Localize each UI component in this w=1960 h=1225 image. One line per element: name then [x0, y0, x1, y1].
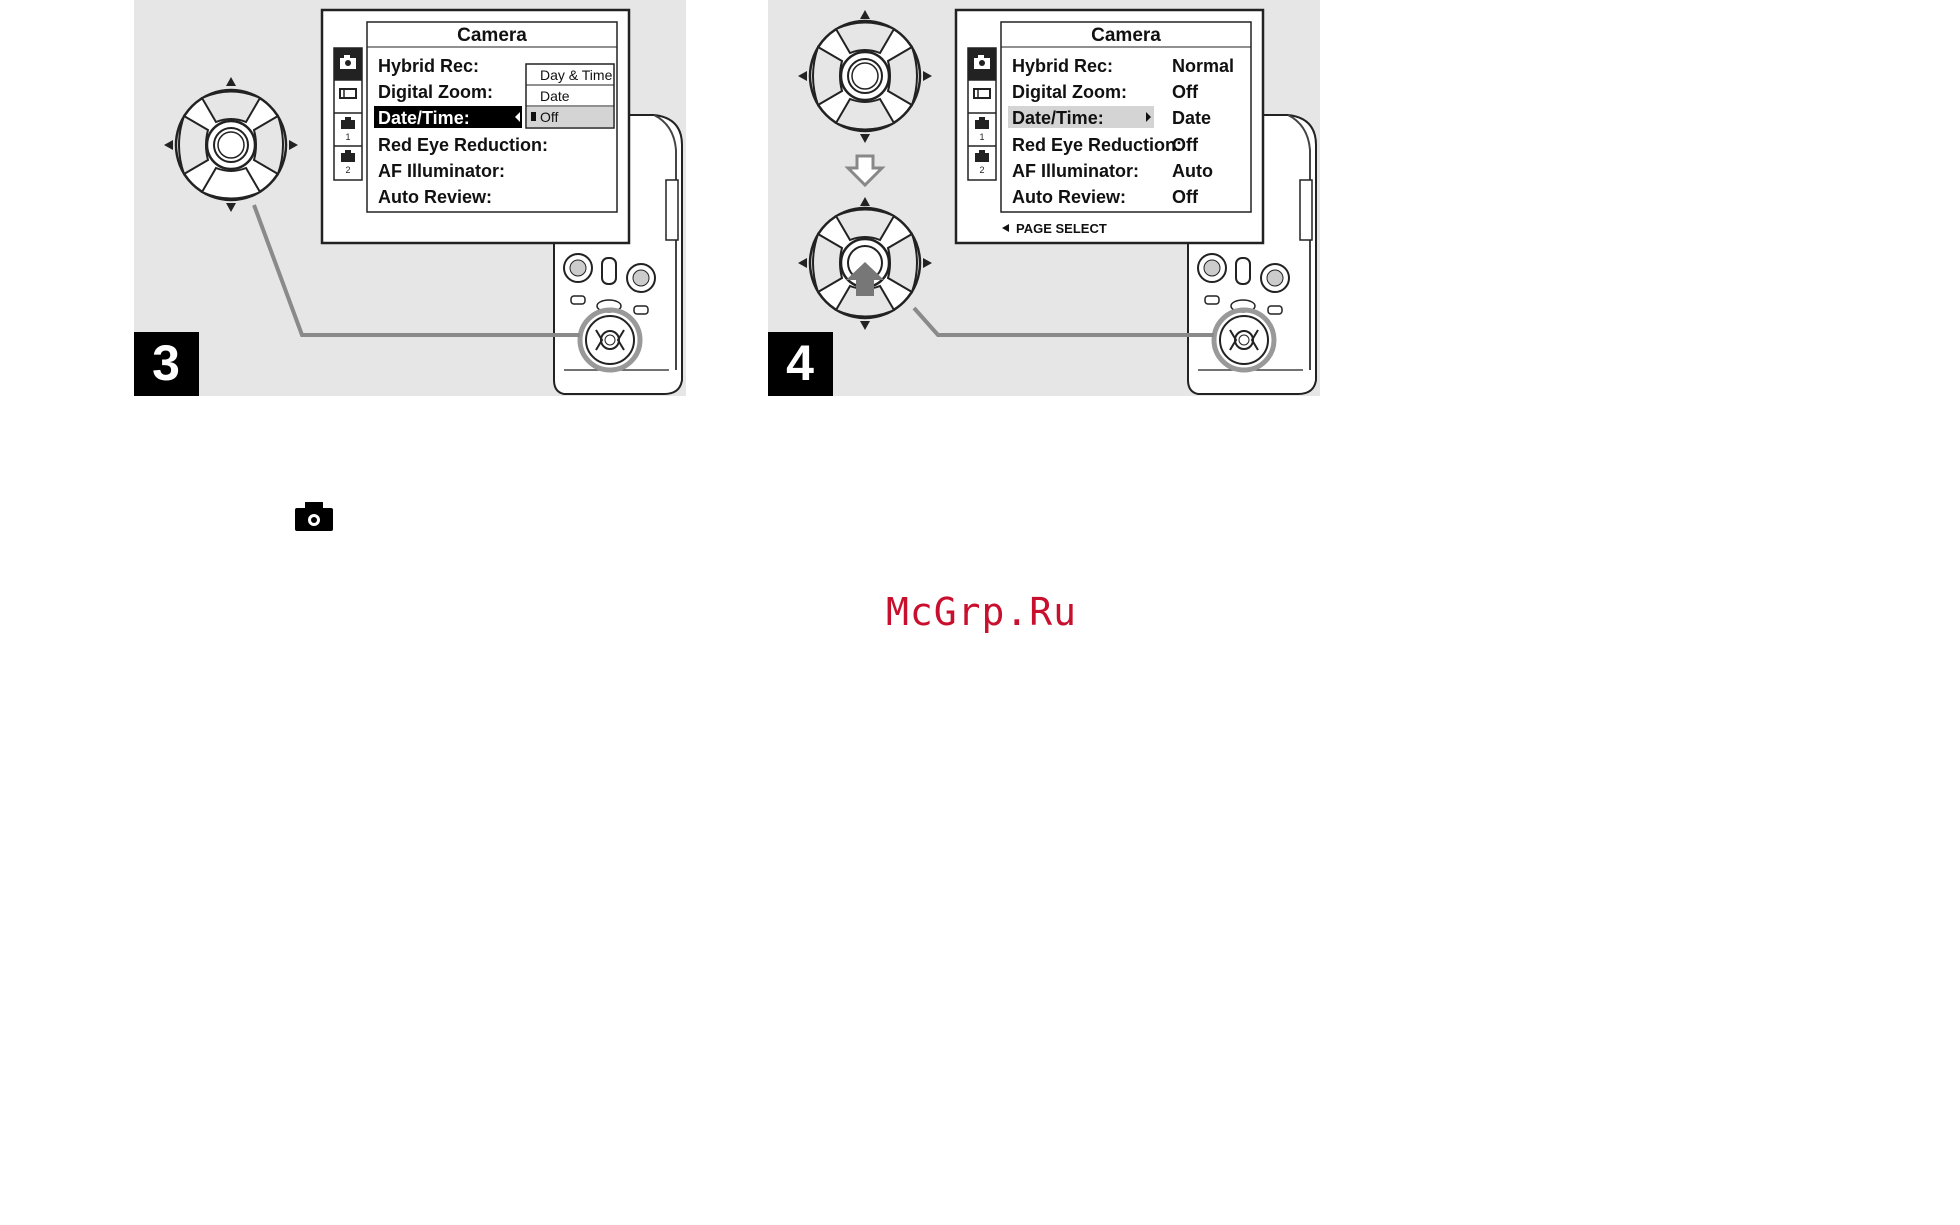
dropdown-option-off[interactable]: Off [540, 109, 559, 125]
menu-item-red-eye[interactable]: Red Eye Reduction: [1012, 135, 1182, 155]
menu-item-date-time[interactable]: Date/Time: [378, 108, 470, 128]
selection-marker [531, 112, 536, 121]
film-strip-icon [340, 89, 356, 98]
setup-2-number: 2 [345, 165, 350, 175]
camera-control-pad [1214, 310, 1274, 370]
page-select-label[interactable]: PAGE SELECT [1016, 221, 1107, 236]
menu-value-af-illuminator: Auto [1172, 161, 1213, 181]
menu-sidebar: 1 2 [968, 48, 996, 180]
menu-item-auto-review[interactable]: Auto Review: [378, 187, 492, 207]
menu-value-auto-review: Off [1172, 187, 1199, 207]
menu-screen: 1 2 Camera Hybrid Rec: Digital Zoom: Dat… [322, 10, 629, 243]
menu-item-hybrid-rec[interactable]: Hybrid Rec: [1012, 56, 1113, 76]
setup-1-number: 1 [979, 132, 984, 142]
menu-value-red-eye: Off [1172, 135, 1199, 155]
menu-sidebar: 1 2 [334, 48, 362, 180]
menu-value-hybrid-rec: Normal [1172, 56, 1234, 76]
film-strip-icon [974, 89, 990, 98]
menu-screen: 1 2 Camera Hybrid Rec: Normal Digital Zo… [956, 10, 1263, 243]
camera-control-pad [580, 310, 640, 370]
menu-item-digital-zoom[interactable]: Digital Zoom: [378, 82, 493, 102]
menu-value-digital-zoom: Off [1172, 82, 1199, 102]
menu-item-auto-review[interactable]: Auto Review: [1012, 187, 1126, 207]
menu-value-date-time: Date [1172, 108, 1211, 128]
step-number: 3 [152, 335, 180, 391]
step-3-illustration: 1 2 Camera Hybrid Rec: Digital Zoom: Dat… [134, 0, 686, 396]
dropdown-option-day-time[interactable]: Day & Time [540, 67, 613, 83]
menu-item-red-eye[interactable]: Red Eye Reduction: [378, 135, 548, 155]
menu-item-hybrid-rec[interactable]: Hybrid Rec: [378, 56, 479, 76]
menu-item-digital-zoom[interactable]: Digital Zoom: [1012, 82, 1127, 102]
menu-item-date-time[interactable]: Date/Time: [1012, 108, 1104, 128]
menu-item-af-illuminator[interactable]: AF Illuminator: [378, 161, 505, 181]
menu-item-af-illuminator[interactable]: AF Illuminator: [1012, 161, 1139, 181]
menu-title: Camera [1091, 25, 1161, 46]
step-number: 4 [786, 335, 814, 391]
step-4-illustration: 1 2 Camera Hybrid Rec: Normal Digital Zo… [768, 0, 1320, 396]
date-time-dropdown[interactable]: Day & Time Date Off [526, 64, 614, 128]
setup-2-number: 2 [979, 165, 984, 175]
dropdown-option-date[interactable]: Date [540, 88, 570, 104]
camera-icon [294, 500, 334, 532]
menu-title: Camera [457, 25, 527, 46]
watermark: McGrp.Ru [886, 590, 1077, 634]
setup-1-number: 1 [345, 132, 350, 142]
